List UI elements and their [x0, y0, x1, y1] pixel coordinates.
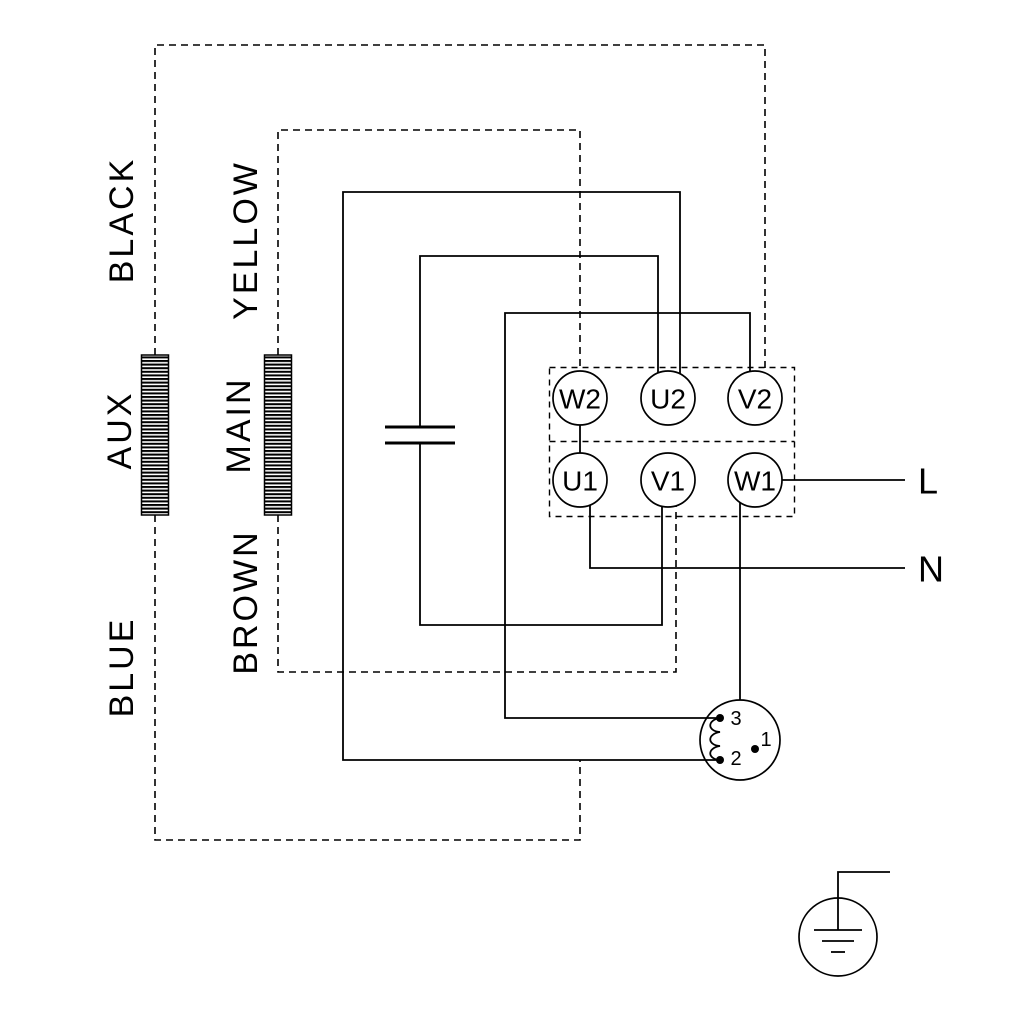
- line-terminal-label: L: [918, 461, 938, 502]
- blue-lead-wire: [154, 515, 581, 841]
- u2-to-protector-wire: [342, 191, 720, 761]
- main-winding-coil: [263, 354, 293, 516]
- protector-terminal-1-label: 1: [760, 729, 771, 751]
- terminal-v2-label: V2: [738, 384, 772, 415]
- neutral-n-wire: [589, 505, 905, 569]
- black-wire-label: BLACK: [103, 157, 141, 284]
- terminal-u2-label: U2: [650, 384, 686, 415]
- capacitor-to-v1-wire: [419, 443, 663, 626]
- v2-to-protector-wire: [504, 312, 751, 719]
- ground-lead-wire: [837, 871, 890, 898]
- yellow-lead-wire: [277, 129, 581, 371]
- protector-terminal-1-dot: [751, 745, 759, 753]
- terminal-v1-label: V1: [651, 466, 685, 497]
- black-lead-wire: [154, 44, 766, 373]
- main-winding-label: MAIN: [220, 377, 258, 474]
- neutral-terminal-label: N: [918, 549, 944, 590]
- terminal-w1: [727, 452, 783, 508]
- terminal-v2: [727, 370, 783, 426]
- brown-wire-label: BROWN: [227, 529, 265, 674]
- aux-winding-label: AUX: [101, 391, 139, 470]
- terminal-w1-label: W1: [734, 466, 776, 497]
- protector-terminal-2-label: 2: [730, 748, 741, 770]
- terminal-v1: [640, 452, 696, 508]
- protector-terminal-3-label: 3: [730, 708, 741, 730]
- protector-heater-coil: [709, 717, 721, 761]
- yellow-wire-label: YELLOW: [227, 160, 265, 320]
- terminal-u2: [640, 370, 696, 426]
- aux-winding-coil: [140, 354, 170, 516]
- capacitor-to-u2-wire: [419, 255, 659, 427]
- terminal-w2-label: W2: [559, 384, 601, 415]
- brown-lead-wire: [277, 506, 677, 673]
- terminal-u1-label: U1: [562, 466, 598, 497]
- blue-wire-label: BLUE: [103, 617, 141, 718]
